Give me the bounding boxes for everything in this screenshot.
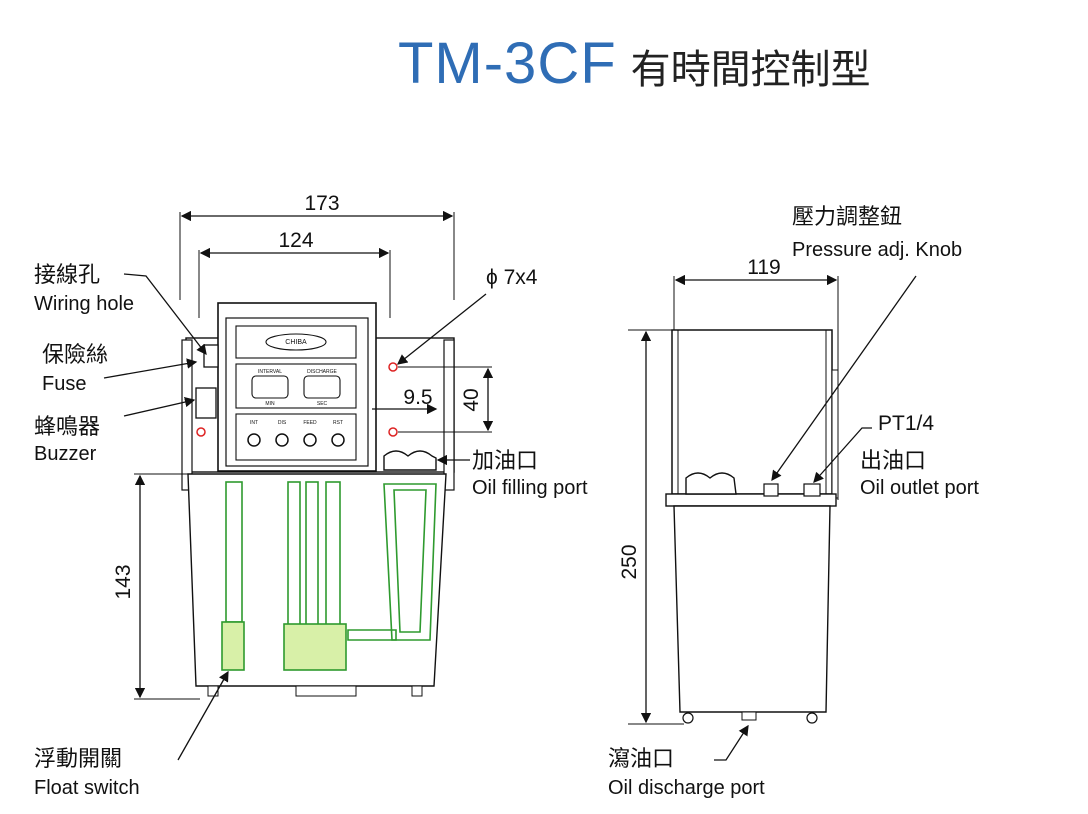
- pressure-knob-part: [763, 483, 779, 497]
- button-feed: [303, 433, 317, 447]
- btn-label-feed: FEED: [303, 420, 317, 426]
- wiring-hole-label-en: Wiring hole: [34, 293, 134, 315]
- oil-filling-label-zh: 加油口: [472, 449, 538, 474]
- brand-badge: [265, 333, 327, 351]
- sec-label: SEC: [317, 401, 328, 407]
- dim-9-5: 9.5: [403, 386, 432, 409]
- float-switch-label-zh: 浮動開關: [34, 747, 122, 772]
- front-view: 173 124 CHIBA INTERVAL DISCHARGE MIN SEC…: [34, 192, 588, 799]
- oil-discharge-label-zh: 瀉油口: [608, 747, 674, 772]
- model-subtitle: 有時間控制型: [630, 47, 871, 93]
- dim-40: 40: [460, 388, 483, 411]
- btn-label-rst: RST: [333, 420, 343, 426]
- dim-173: 173: [304, 192, 339, 215]
- side-view: 119 250 壓力調整鈕 Pressure adj. Knob PT1/4 出…: [608, 205, 979, 799]
- buzzer-part: [195, 387, 217, 419]
- dim-124: 124: [278, 229, 313, 252]
- fuse-label-zh: 保險絲: [42, 343, 108, 368]
- min-label: MIN: [265, 401, 275, 407]
- brand-label: CHIBA: [285, 339, 307, 346]
- side-filling-cap: [685, 472, 737, 495]
- oil-outlet-label-zh: 出油口: [860, 449, 926, 474]
- buzzer-label-zh: 蜂鳴器: [34, 415, 100, 440]
- oil-outlet-label-en: Oil outlet port: [860, 477, 979, 499]
- discharge-label: DISCHARGE: [307, 369, 337, 375]
- fuse-label-en: Fuse: [42, 373, 86, 395]
- oil-discharge-label-en: Oil discharge port: [608, 777, 765, 799]
- float-switch-part: [221, 621, 245, 671]
- dim-119: 119: [747, 256, 780, 279]
- float-switch-label-en: Float switch: [34, 777, 140, 799]
- side-tank: [673, 505, 831, 713]
- wiring-hole-part: [203, 344, 219, 368]
- model-name: TM-3CF: [398, 31, 617, 96]
- button-int: [247, 433, 261, 447]
- oil-filling-cap: [383, 450, 437, 471]
- buzzer-label-en: Buzzer: [34, 443, 97, 465]
- button-dis: [275, 433, 289, 447]
- pump-part: [283, 623, 347, 671]
- pressure-knob-label-zh: 壓力調整鈕: [792, 205, 902, 230]
- pressure-knob-label-en: Pressure adj. Knob: [792, 239, 962, 261]
- side-controller: [671, 329, 833, 495]
- btn-label-int: INT: [250, 420, 258, 426]
- hole-spec: ϕ 7x4: [486, 266, 538, 289]
- button-rst: [331, 433, 345, 447]
- dim-143: 143: [112, 564, 135, 599]
- outlet-fitting: [803, 483, 821, 497]
- dim-250: 250: [618, 544, 641, 579]
- oil-filling-label-en: Oil filling port: [472, 477, 588, 499]
- wiring-hole-label-zh: 接線孔: [34, 263, 100, 288]
- pt-thread-label: PT1/4: [878, 412, 934, 435]
- oil-tank: [187, 473, 447, 687]
- btn-label-dis: DIS: [278, 420, 287, 426]
- interval-label: INTERVAL: [258, 369, 282, 375]
- title: TM-3CF 有時間控制型: [398, 30, 871, 97]
